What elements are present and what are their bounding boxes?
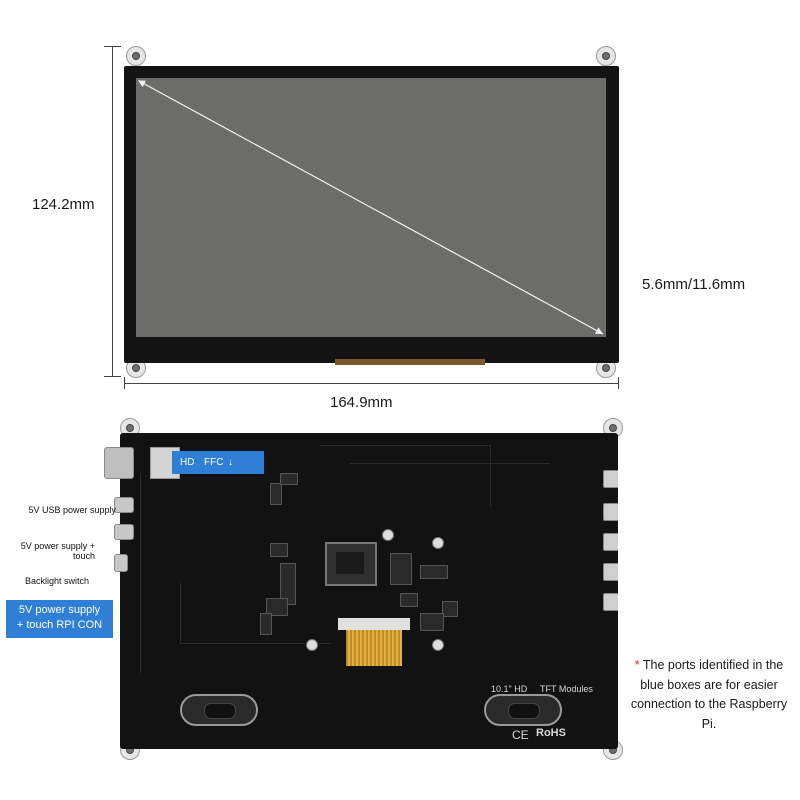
chip-small <box>400 593 418 607</box>
rpi-label-line1: 5V power supply <box>18 604 101 616</box>
board-mount-hole <box>306 639 318 651</box>
width-dim-line <box>124 383 619 384</box>
ffc-arrow-icon: ↓ <box>228 457 233 468</box>
height-dim-line <box>112 46 113 376</box>
width-dim-cap-left <box>124 377 125 389</box>
silkscreen-model: 10.1" HD <box>491 684 528 694</box>
board-mount-hole <box>432 639 444 651</box>
display-flex-strip <box>335 359 485 365</box>
chip-small <box>280 563 296 605</box>
display-screen <box>136 78 606 337</box>
backlight-switch[interactable] <box>114 554 128 572</box>
hdmi-port[interactable] <box>104 447 134 479</box>
mount-tab-top-right <box>596 46 616 66</box>
display-front: 124.2mm 164.9mm 5.6mm/11.6mm <box>30 46 746 411</box>
pcb-trace <box>180 583 331 644</box>
chip-small <box>420 565 448 579</box>
chip-small <box>266 598 288 616</box>
ce-mark: CE <box>512 728 529 742</box>
main-controller-chip <box>325 542 377 586</box>
diagonal-arrow <box>137 80 604 335</box>
height-dimension-label: 124.2mm <box>30 196 97 213</box>
rpi-connector-label: 5V power supply + touch RPI CON <box>6 600 113 638</box>
rohs-mark: RoHS <box>536 727 566 739</box>
chip-small <box>270 483 282 505</box>
chip-small <box>280 473 298 485</box>
height-dim-cap-bottom <box>104 376 121 377</box>
note-asterisk: * <box>634 658 640 672</box>
pcb-trace <box>140 473 142 673</box>
side-button[interactable] <box>603 563 618 581</box>
pcb-board: 10.1" HD TFT Modules CE RoHS <box>120 433 618 749</box>
speaker-right <box>484 694 562 726</box>
side-button[interactable] <box>603 503 618 521</box>
usb-touch-port[interactable] <box>114 524 134 540</box>
thickness-dimension-label: 5.6mm/11.6mm <box>642 276 746 293</box>
width-dim-cap-right <box>618 377 619 389</box>
pcb-trace <box>320 445 491 506</box>
ports-note: * The ports identified in the blue boxes… <box>630 656 788 734</box>
side-button[interactable] <box>603 470 618 488</box>
chip-small <box>390 553 412 585</box>
side-button[interactable] <box>603 593 618 611</box>
mount-tab-bottom-left <box>126 358 146 378</box>
silkscreen-tft: TFT Modules <box>540 684 593 694</box>
rpi-label-line2: + touch RPI CON <box>16 619 103 631</box>
speaker-left <box>180 694 258 726</box>
board-mount-hole <box>382 529 394 541</box>
power-touch-label: 5V power supply + touch <box>20 541 95 561</box>
height-dim-cap-top <box>104 46 121 47</box>
width-dimension-label: 164.9mm <box>330 394 393 411</box>
usb-power-port[interactable] <box>114 497 134 513</box>
chip-small <box>260 613 272 635</box>
chip-small <box>420 613 444 631</box>
board-mount-hole <box>432 537 444 549</box>
chip-small <box>442 601 458 617</box>
hd-ffc-highlight: HD FFC ↓ <box>172 451 264 474</box>
ribbon-connector <box>338 618 410 630</box>
hd-label: HD <box>180 457 195 468</box>
pcb-trace <box>350 463 550 564</box>
usb-power-label: 5V USB power supply <box>28 505 116 515</box>
mount-tab-top-left <box>126 46 146 66</box>
chip-small <box>270 543 288 557</box>
ffc-label: FFC <box>204 457 224 468</box>
backlight-label: Backlight switch <box>24 576 89 586</box>
note-text: The ports identified in the blue boxes a… <box>630 658 788 731</box>
ribbon-cable <box>346 630 402 666</box>
side-button[interactable] <box>603 533 618 551</box>
